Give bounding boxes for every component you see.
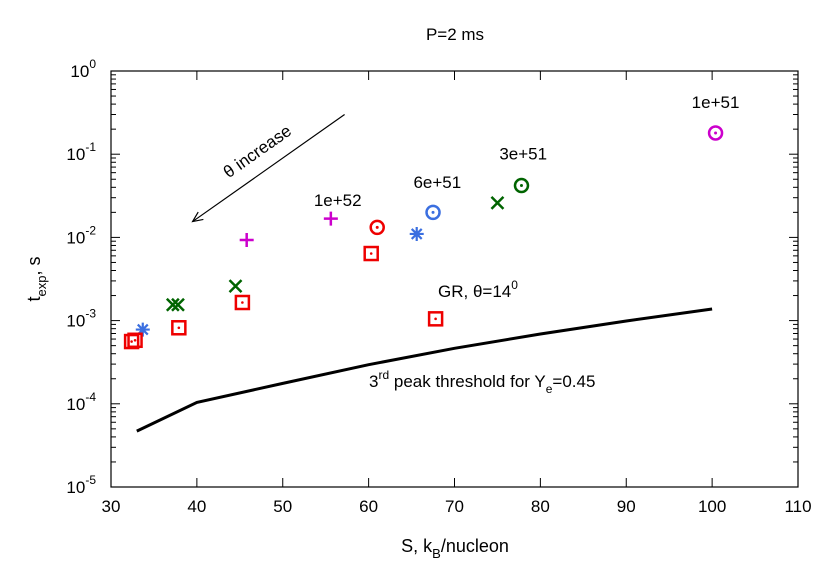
- annotation-3e51: 3e+51: [499, 145, 547, 164]
- data-point-circle-dot: [707, 125, 724, 141]
- threshold-label: 3rd peak threshold for Ye=0.45: [369, 368, 595, 396]
- data-point-star: [135, 322, 150, 337]
- x-tick-label: 70: [445, 497, 464, 516]
- data-points: [123, 125, 724, 350]
- gr-label: GR, θ=140: [438, 278, 518, 301]
- data-point-star: [409, 226, 424, 241]
- data-point-plus: [239, 233, 254, 248]
- data-point-square-dot: [363, 245, 379, 262]
- data-point-plus: [323, 211, 338, 226]
- data-point-square-dot: [127, 332, 143, 349]
- x-tick-label: 40: [187, 497, 206, 516]
- plot-frame: [110, 70, 799, 488]
- x-tick-label: 110: [784, 497, 811, 516]
- x-tick-label: 90: [617, 497, 636, 516]
- theta-arrow: [192, 114, 345, 223]
- x-tick-label: 100: [698, 497, 726, 516]
- x-axis-label: S, kB/nucleon: [401, 536, 509, 561]
- y-tick-label: 10-4: [66, 390, 96, 414]
- theta-arrow-head: [191, 211, 204, 223]
- data-point-square-dot: [171, 320, 187, 336]
- data-point-x: [228, 279, 243, 293]
- data-point-square-dot: [234, 294, 251, 311]
- chart-title: P=2 ms: [426, 25, 484, 44]
- x-tick-label: 80: [531, 497, 550, 516]
- x-ticks: 30 40 50 60 70 80 90 100 110: [102, 71, 812, 516]
- y-tick-label: 10-5: [66, 473, 96, 497]
- annotation-1e52: 1e+52: [314, 191, 362, 210]
- annotation-1e51: 1e+51: [692, 93, 740, 112]
- y-tick-label: 10-3: [66, 307, 96, 331]
- data-point-square-dot: [123, 333, 140, 350]
- x-tick-label: 50: [273, 497, 292, 516]
- arrow-label: θ increase: [220, 121, 295, 182]
- y-tick-label: 100: [70, 57, 96, 81]
- threshold-curve: [136, 307, 713, 433]
- data-point-x: [490, 195, 505, 210]
- annotation-6e51: 6e+51: [413, 173, 461, 192]
- y-tick-label: 10-2: [66, 223, 96, 247]
- data-point-circle-dot: [369, 219, 385, 236]
- y-tick-label: 10-1: [66, 140, 96, 164]
- data-point-square-dot: [427, 311, 444, 327]
- x-tick-label: 60: [359, 497, 378, 516]
- data-point-circle-dot: [425, 204, 441, 221]
- data-point-x: [171, 297, 185, 312]
- y-ticks: 10-5 10-4 10-3 10-2 10-1 100: [66, 57, 798, 497]
- x-tick-label: 30: [102, 497, 121, 516]
- data-point-x: [165, 297, 180, 312]
- y-axis-label: texp, s: [24, 257, 49, 302]
- data-point-circle-dot: [513, 177, 530, 194]
